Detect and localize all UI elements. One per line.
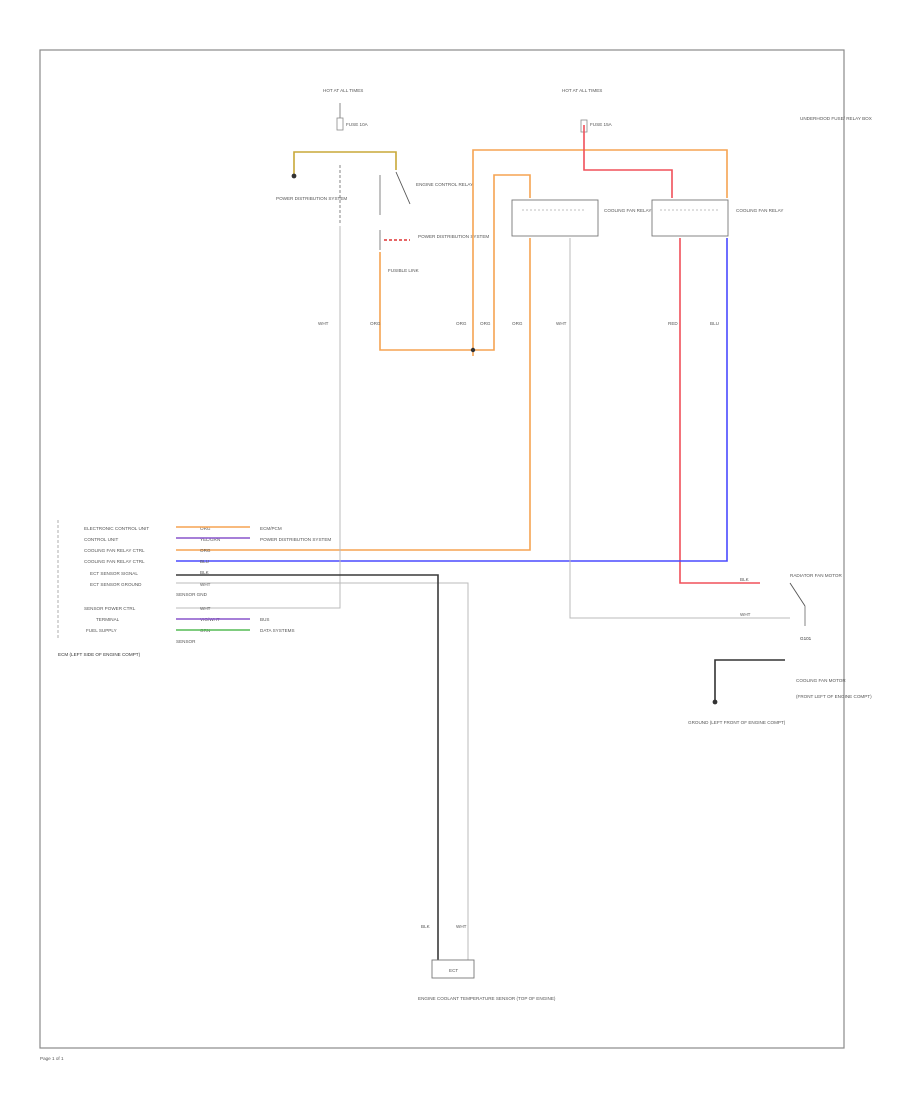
- ecm-pin-color: YEL/GRN: [200, 537, 220, 542]
- page-tag: Page 1 of 1: [40, 1056, 64, 1061]
- right-fuse-group: HOT AT ALL TIMES FUSE 15A: [562, 88, 613, 133]
- cooling-fan-relay-box-b: [651, 199, 729, 237]
- sensor-wire-tag: WHT: [456, 924, 467, 929]
- sensor-body: [431, 959, 475, 979]
- ecm-pin-name: SENSOR: [176, 639, 196, 644]
- underhood-box-label: UNDERHOOD FUSE/ RELAY BOX: [800, 116, 872, 121]
- ecm-pin-name: SENSOR GND: [176, 592, 208, 597]
- motor-ground-label: GROUND (LEFT FRONT OF ENGINE COMPT): [688, 720, 786, 725]
- ecm-pin-color: ORG: [200, 526, 211, 531]
- power-dist2-label: POWER DISTRIBUTION SYSTEM: [418, 234, 489, 239]
- ecm-pin-name: COOLING FAN RELAY CTRL: [84, 559, 145, 564]
- motor-lower-labels: COOLING FAN MOTOR (FRONT LEFT OF ENGINE …: [796, 678, 872, 699]
- top-wire-tag: ORG: [370, 321, 381, 326]
- ecm-note: BUS: [260, 617, 269, 622]
- motor-ground-node: [712, 699, 718, 705]
- dark-wire-sensor: [176, 574, 439, 960]
- right-fuse-rating: FUSE 15A: [590, 122, 613, 127]
- red-wire-top: [583, 125, 673, 198]
- ecm-pin-name: ECT SENSOR SIGNAL: [90, 571, 138, 576]
- fusible-link-group: POWER DISTRIBUTION SYSTEM FUSIBLE LINK: [379, 230, 489, 273]
- sensor-wire-tag: BLK: [421, 924, 431, 929]
- diagram-frame: [39, 49, 845, 1049]
- motor-wire-tag: WHT: [740, 612, 751, 617]
- top-wire-tag: WHT: [318, 321, 329, 326]
- top-wire-tag: ORG: [512, 321, 523, 326]
- orange-wire-top-loop: [472, 149, 728, 356]
- ecm-pin-name: TERMINAL: [96, 617, 120, 622]
- top-wire-tag: ORG: [456, 321, 467, 326]
- left-fuse-group: HOT AT ALL TIMES FUSE 10A: [323, 88, 369, 131]
- top-wire-tag: RED: [668, 321, 678, 326]
- top-wire-tag: WHT: [556, 321, 567, 326]
- ecm-pin-color: WHT: [200, 582, 211, 587]
- fusible-label: FUSIBLE LINK: [388, 268, 420, 273]
- gray-wire-ecm: [176, 226, 341, 609]
- left-fuse-label: HOT AT ALL TIMES: [323, 88, 363, 93]
- orange-wire-fusible: [379, 174, 531, 351]
- ecm-pin-name: ELECTRONIC CONTROL UNIT: [84, 526, 149, 531]
- top-wire-tag: ORG: [480, 321, 491, 326]
- sensor-symbol: ECT: [449, 968, 458, 973]
- ecm-pin-name: CONTROL UNIT: [84, 537, 118, 542]
- orange-splice-node: [470, 347, 476, 353]
- gray-wire-sensor: [176, 582, 469, 960]
- ecm-pin-color: ORG: [200, 548, 211, 553]
- ecm-note: ECM/PCM: [260, 526, 282, 531]
- left-fuse-symbol: [336, 117, 344, 131]
- yellow-wire-node: [291, 173, 297, 179]
- ecm-label: ECM (LEFT SIDE OF ENGINE COMPT): [58, 652, 141, 657]
- stub-notes: ECM/PCM POWER DISTRIBUTION SYSTEM BUS DA…: [260, 526, 331, 633]
- motor-wire-tag: BLK: [740, 577, 750, 582]
- motor-lower-label: COOLING FAN MOTOR: [796, 678, 846, 683]
- orange-wire-ecm: [176, 238, 531, 551]
- motor-lower-label: (FRONT LEFT OF ENGINE COMPT): [796, 694, 872, 699]
- relay-d-label: COOLING FAN RELAY: [736, 208, 783, 213]
- blue-wire: [176, 238, 728, 562]
- gray-wire-motor: [569, 238, 790, 619]
- red-wire-motor: [679, 238, 760, 584]
- engine-relay-label: ENGINE CONTROL RELAY: [416, 182, 473, 187]
- radiator-fan-motor: BLK WHT RADIATOR FAN MOTOR G101: [740, 573, 842, 641]
- right-fuse-label: HOT AT ALL TIMES: [562, 88, 602, 93]
- left-fuse-rating: FUSE 10A: [346, 122, 369, 127]
- ect-sensor: BLK WHT ECT ENGINE COOLANT TEMPERATURE S…: [418, 924, 556, 1001]
- power-distribution-left: POWER DISTRIBUTION SYSTEM: [276, 196, 347, 201]
- ecm-pin-name: ECT SENSOR GROUND: [90, 582, 142, 587]
- top-wire-tag: BLU: [710, 321, 719, 326]
- ecm-pin-colors: ORG YEL/GRN ORG BLU BLK WHT WHT VIO/WHT …: [200, 526, 220, 633]
- ecm-pin-name: SENSOR POWER CTRL: [84, 606, 136, 611]
- yellow-wire: [293, 151, 397, 175]
- motor-switch-arm: [789, 582, 806, 607]
- engine-control-relay: ENGINE CONTROL RELAY: [339, 165, 473, 225]
- power-dist-label: POWER DISTRIBUTION SYSTEM: [276, 196, 347, 201]
- ecm-pin-list: ELECTRONIC CONTROL UNIT CONTROL UNIT COO…: [84, 526, 208, 644]
- ecm-pin-color: BLK: [200, 570, 210, 575]
- ecm-pin-name: COOLING FAN RELAY CTRL: [84, 548, 145, 553]
- motor-right-label: RADIATOR FAN MOTOR: [790, 573, 842, 578]
- ecm-note: POWER DISTRIBUTION SYSTEM: [260, 537, 331, 542]
- motor-ground-wire: [714, 659, 785, 700]
- ecm-note: DATA SYSTEMS: [260, 628, 295, 633]
- relay-switch-arm: [395, 171, 411, 205]
- ecm-pin-color: WHT: [200, 606, 211, 611]
- top-wire-tags: WHT ORG ORG ORG ORG WHT RED BLU: [318, 321, 719, 326]
- relay-c-label: COOLING FAN RELAY: [604, 208, 651, 213]
- ecm-pin-color: BLU: [200, 559, 209, 564]
- ecm-pin-name: FUEL SUPPLY: [86, 628, 117, 633]
- cooling-fan-relay-box-a: [511, 199, 599, 237]
- sensor-label: ENGINE COOLANT TEMPERATURE SENSOR (TOP O…: [418, 996, 556, 1001]
- motor-gnd-tag: G101: [800, 636, 812, 641]
